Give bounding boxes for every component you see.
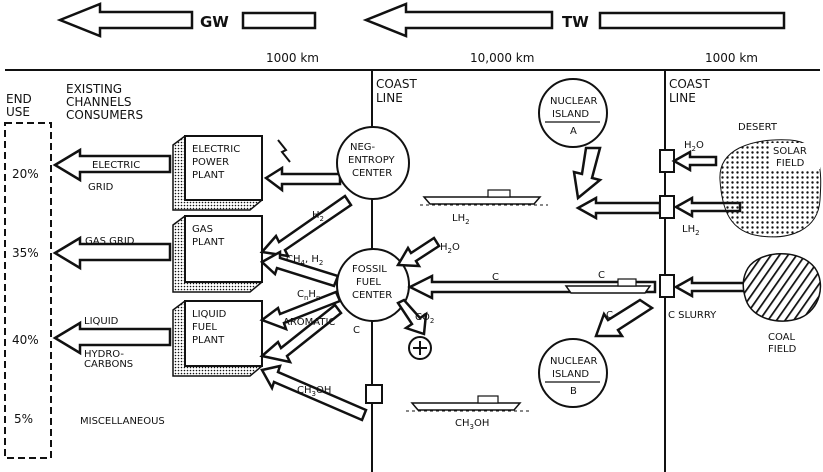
tw-arrow: [366, 4, 552, 36]
existing-3: CONSUMERS: [66, 108, 143, 122]
ship-ch3oh-label: CH3OH: [455, 418, 489, 431]
percent-20: 20%: [12, 167, 39, 181]
ship-ch3oh: [406, 396, 530, 411]
nuclear-island-b: NUCLEAR ISLAND B: [539, 339, 607, 407]
island-a-3: A: [570, 126, 577, 137]
gw-label: GW: [200, 13, 229, 31]
flow-h2o-fossil: H2O: [440, 242, 460, 255]
fossil-fuel-center: FOSSIL FUEL CENTER: [337, 249, 409, 321]
distance-left: 1000 km: [266, 51, 319, 65]
end-use-2: USE: [6, 105, 30, 119]
neg-center-2: ENTROPY: [348, 155, 396, 166]
channel-gas-grid: GAS GRID: [85, 236, 135, 247]
coastline-right-2: LINE: [669, 91, 696, 105]
gas-plant: GAS PLANT: [173, 216, 262, 292]
lightning-icon: [278, 140, 290, 162]
plant-electric-2: POWER: [192, 157, 229, 168]
plant-electric-3: PLANT: [192, 170, 225, 181]
fossil-center-3: CENTER: [352, 290, 392, 301]
flow-c-right: C: [598, 270, 605, 281]
gw-tail: [243, 13, 315, 28]
plant-electric-1: ELECTRIC: [192, 144, 240, 155]
gw-arrow: [60, 4, 192, 36]
plant-liquid-1: LIQUID: [192, 309, 227, 320]
h2-coast-arrow: [578, 198, 660, 218]
flow-c-slurry: C SLURRY: [668, 310, 717, 321]
coastline-left-1: COAST: [376, 77, 417, 91]
plant-gas-1: GAS: [192, 224, 213, 235]
percent-35: 35%: [12, 246, 39, 260]
neg-to-electric-arrow: [266, 168, 340, 190]
flow-h2o-right: H2O: [684, 140, 704, 153]
solar-field-1: SOLAR: [773, 146, 807, 157]
coastline-right-1: COAST: [669, 77, 710, 91]
plant-liquid-3: PLANT: [192, 335, 225, 346]
flow-aromatic: AROMATIC: [283, 317, 335, 328]
percent-5: 5%: [14, 412, 33, 426]
h2o-in-arrow: [398, 238, 439, 266]
neg-to-gas-arrow: [262, 196, 351, 256]
end-use-1: END: [6, 92, 32, 106]
lh2-port-box: [660, 196, 674, 218]
distance-middle: 10,000 km: [470, 51, 534, 65]
channel-electric: ELECTRIC: [92, 160, 140, 171]
nuclear-island-a: NUCLEAR ISLAND A: [539, 79, 607, 147]
island-a-arrow: [574, 148, 600, 198]
ship-lh2: [420, 190, 548, 205]
island-b-2: ISLAND: [552, 369, 589, 380]
neg-center-1: NEG-: [350, 142, 376, 153]
coastline-left-2: LINE: [376, 91, 403, 105]
flow-cnhn: CnHn: [297, 289, 320, 302]
percent-40: 40%: [12, 333, 39, 347]
tw-label: TW: [562, 13, 589, 31]
existing-1: EXISTING: [66, 82, 122, 96]
carbon-to-island-b-arrow: [596, 300, 652, 336]
island-b-3: B: [570, 386, 577, 397]
flow-aromatic-c: C: [353, 325, 360, 336]
island-a-2: ISLAND: [552, 109, 589, 120]
coal-field-shape: [743, 254, 820, 321]
desert-label: DESERT: [738, 122, 778, 133]
ship-lh2-label: LH2: [452, 213, 470, 226]
neg-center-3: CENTER: [352, 168, 392, 179]
neg-entropy-center: NEG- ENTROPY CENTER: [337, 127, 409, 199]
flow-c-mid: C: [492, 272, 499, 283]
electric-power-plant: ELECTRIC POWER PLANT: [173, 136, 262, 210]
fossil-center-1: FOSSIL: [352, 264, 387, 275]
coal-port-box: [660, 275, 674, 297]
island-a-1: NUCLEAR: [550, 96, 598, 107]
coal-field-2: FIELD: [768, 344, 797, 355]
coal-right-arrow: [676, 278, 745, 296]
h2o-right-arrow: [674, 152, 716, 170]
channel-liquid: LIQUID: [84, 316, 119, 327]
channel-carbons: CARBONS: [84, 359, 133, 370]
solar-field-2: FIELD: [776, 158, 805, 169]
tw-tail: [600, 13, 784, 28]
coal-field-1: COAL: [768, 332, 796, 343]
island-b-1: NUCLEAR: [550, 356, 598, 367]
channel-misc: MISCELLANEOUS: [80, 416, 165, 427]
liquid-fuel-plant: LIQUID FUEL PLANT: [173, 301, 262, 376]
fossil-center-2: FUEL: [356, 277, 381, 288]
flow-c-island-b: C: [606, 310, 613, 321]
existing-2: CHANNELS: [66, 95, 131, 109]
flow-lh2-right: LH2: [682, 224, 700, 237]
plant-gas-2: PLANT: [192, 237, 225, 248]
ch3oh-port-box: [366, 385, 382, 403]
plant-liquid-2: FUEL: [192, 322, 217, 333]
distance-right: 1000 km: [705, 51, 758, 65]
channel-grid: GRID: [88, 182, 114, 193]
